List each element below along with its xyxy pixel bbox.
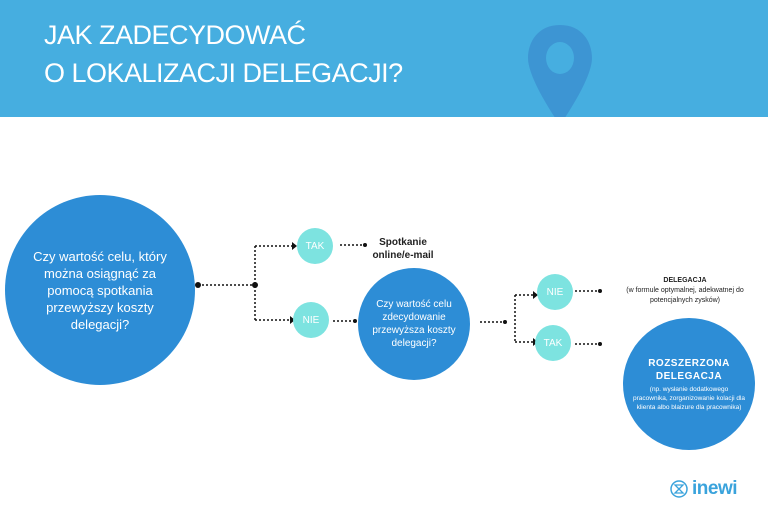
yes-label: TAK	[543, 337, 563, 349]
extended-title: ROZSZERZONA DELEGACJA	[648, 357, 730, 382]
delegation-result: DELEGACJA (w formule optymalnej, adekwat…	[610, 276, 760, 306]
no-node-1: NIE	[293, 302, 329, 338]
header-banner: JAK ZADECYDOWAĆ O LOKALIZACJI DELEGACJI?	[0, 0, 768, 117]
second-question-circle: Czy wartość celu zdecydowanie przewyższa…	[358, 268, 470, 380]
main-question-text: Czy wartość celu, który można osiągnąć z…	[33, 248, 167, 332]
no-node-2: NIE	[537, 274, 573, 310]
extended-delegation-circle: ROZSZERZONA DELEGACJA (np. wysłanie doda…	[623, 318, 755, 450]
online-result: Spotkanie online/e-mail	[372, 237, 434, 261]
delegation-desc: (w formule optymalnej, adekwatnej do pot…	[626, 287, 744, 304]
yes-node-1: TAK	[297, 228, 333, 264]
main-question-circle: Czy wartość celu, który można osiągnąć z…	[5, 195, 195, 385]
title-line-1: JAK ZADECYDOWAĆ	[44, 20, 306, 50]
yes-node-2: TAK	[535, 325, 571, 361]
yes-label: TAK	[305, 240, 325, 252]
location-pin-icon	[528, 25, 592, 117]
inewi-logo: inewi	[670, 478, 738, 500]
hourglass-logo-icon	[670, 480, 688, 498]
delegation-title: DELEGACJA	[663, 277, 707, 284]
no-label: NIE	[546, 286, 564, 298]
title-line-2: O LOKALIZACJI DELEGACJI?	[44, 58, 403, 88]
logo-text: inewi	[692, 478, 738, 499]
extended-desc: (np. wysłanie dodatkowego pracownika, zo…	[633, 385, 746, 411]
no-label: NIE	[302, 314, 320, 326]
second-question-text: Czy wartość celu zdecydowanie przewyższa…	[372, 299, 456, 349]
